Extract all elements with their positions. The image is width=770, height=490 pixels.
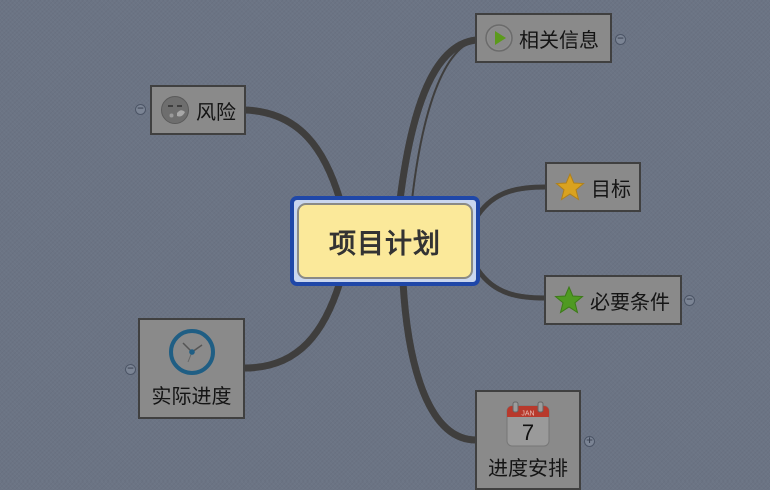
collapse-toggle-actual-progress[interactable]: − xyxy=(125,364,136,375)
topic-goal[interactable]: 目标 xyxy=(545,162,641,212)
collapse-toggle-prerequisites[interactable]: − xyxy=(684,295,695,306)
connector-prerequisites xyxy=(475,267,548,301)
topic-schedule[interactable]: JAN 7 进度安排 xyxy=(475,390,581,490)
topic-label: 目标 xyxy=(591,176,631,201)
calendar-day: 7 xyxy=(522,420,534,445)
topic-label: 必要条件 xyxy=(590,289,670,314)
central-topic[interactable]: 项目计划 xyxy=(290,196,480,286)
topic-prerequisites[interactable]: 必要条件 xyxy=(544,275,682,325)
topic-actual-progress[interactable]: 实际进度 xyxy=(138,318,245,419)
collapse-toggle-risk[interactable]: − xyxy=(135,104,146,115)
clock-icon xyxy=(168,329,215,375)
topic-label: 风险 xyxy=(196,99,236,124)
connector-goal xyxy=(475,184,549,218)
sad-face-icon xyxy=(161,96,189,124)
connector-schedule xyxy=(399,278,480,444)
expand-toggle-schedule[interactable]: + xyxy=(584,436,595,447)
play-icon xyxy=(485,24,513,52)
topic-related-info[interactable]: 相关信息 xyxy=(475,13,612,63)
topic-label: 实际进度 xyxy=(151,384,232,408)
central-topic-label: 项目计划 xyxy=(329,228,441,260)
star-green-icon xyxy=(554,285,584,314)
star-orange-icon xyxy=(555,172,585,201)
connector-related-info xyxy=(396,36,480,204)
calendar-icon: JAN 7 xyxy=(506,401,550,447)
collapse-toggle-related-info[interactable]: − xyxy=(615,34,626,45)
calendar-month: JAN xyxy=(521,411,534,418)
connector-actual-progress xyxy=(241,278,344,372)
central-topic-body: 项目计划 xyxy=(297,203,473,279)
connector-risk xyxy=(241,106,344,204)
topic-risk[interactable]: 风险 xyxy=(150,85,246,135)
topic-label: 相关信息 xyxy=(519,27,599,52)
topic-label: 进度安排 xyxy=(488,456,568,480)
